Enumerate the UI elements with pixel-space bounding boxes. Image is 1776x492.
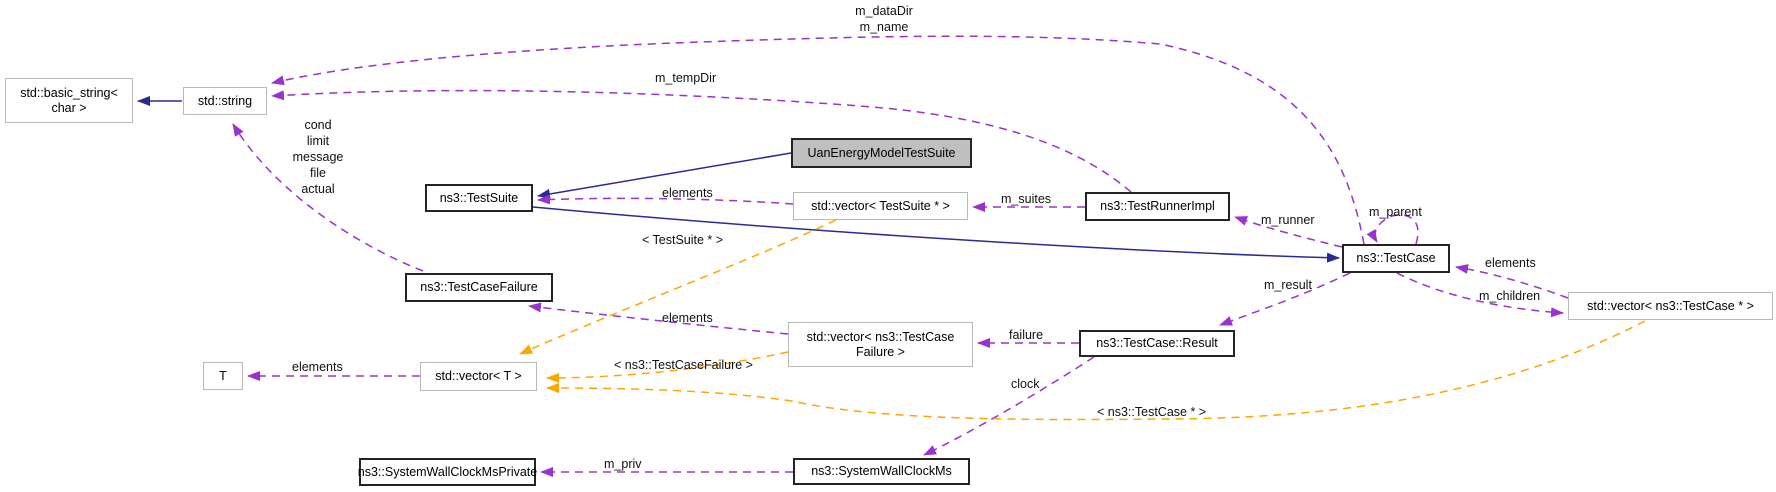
edge-string-members <box>232 123 424 272</box>
node-template-t: T <box>203 362 243 390</box>
node-std-string: std::string <box>183 87 267 115</box>
edge-label-m-runner: m_runner <box>1261 213 1315 227</box>
edge-label-elements-t: elements <box>292 360 343 374</box>
node-ns3-test-runner-impl[interactable]: ns3::TestRunnerImpl <box>1085 192 1230 221</box>
edge-label-elements-failure: elements <box>662 311 713 325</box>
node-ns3-test-case-failure[interactable]: ns3::TestCaseFailure <box>405 273 553 302</box>
edge-label-m-result: m_result <box>1264 278 1312 292</box>
edge-label-template-testcase: < ns3::TestCase * > <box>1097 405 1207 419</box>
edge-m-children <box>1396 272 1564 318</box>
edge-inherit-testsuite-testcase <box>532 206 1340 263</box>
edge-label-failure: failure <box>1009 328 1044 342</box>
node-std-vector-ns3-test-case-failure: std::vector< ns3::TestCase Failure > <box>788 322 973 367</box>
node-ns3-test-suite[interactable]: ns3::TestSuite <box>425 184 533 212</box>
node-ns3-system-wall-clock-ms[interactable]: ns3::SystemWallClockMs <box>793 458 970 485</box>
edge-label-m-datadir-m-name: m_dataDir m_name <box>855 4 913 34</box>
node-std-basic-string: std::basic_string< char > <box>5 78 133 123</box>
edge-m-parent-loop <box>1366 214 1419 245</box>
node-uan-energy-model-test-suite: UanEnergyModelTestSuite <box>791 138 972 168</box>
edge-m-runner <box>1234 216 1343 248</box>
edge-tmpl-failure <box>546 351 789 383</box>
edge-label-m-parent: m_parent <box>1369 205 1422 219</box>
node-std-vector-t: std::vector< T > <box>420 362 537 391</box>
edge-m-result <box>1219 272 1351 326</box>
edge-clock <box>923 356 1095 456</box>
edge-label-clock: clock <box>1011 377 1040 391</box>
node-std-vector-testsuite-ptr: std::vector< TestSuite * > <box>793 192 968 220</box>
edge-label-m-tempdir: m_tempDir <box>655 71 717 85</box>
edge-m-tempdir <box>271 89 1132 193</box>
edge-tmpl-testsuite <box>519 219 837 355</box>
edge-elements-testcase <box>1455 264 1569 299</box>
edge-label-template-failure: < ns3::TestCaseFailure > <box>614 358 753 372</box>
edge-label-elements-testsuite: elements <box>662 186 713 200</box>
node-std-vector-ns3-test-case-ptr: std::vector< ns3::TestCase * > <box>1568 292 1773 320</box>
edge-label-m-suites: m_suites <box>1001 192 1052 206</box>
edge-tmpl-testcase <box>546 320 1646 421</box>
edge-label-m-priv: m_priv <box>604 457 642 471</box>
edge-inherit-uan-testsuite <box>537 152 792 199</box>
edge-label-elements-testcase: elements <box>1485 256 1536 270</box>
node-ns3-test-case-result[interactable]: ns3::TestCase::Result <box>1079 330 1235 357</box>
node-ns3-test-case[interactable]: ns3::TestCase <box>1342 244 1450 273</box>
edge-elements-failure <box>528 302 789 335</box>
edge-label-m-children: m_children <box>1479 289 1541 303</box>
edge-label-string-members: cond limit message file actual <box>292 118 344 196</box>
node-ns3-system-wall-clock-ms-private[interactable]: ns3::SystemWallClockMsPrivate <box>358 458 537 486</box>
edge-m-datadir-name <box>271 35 1365 245</box>
edge-label-template-testsuite: < TestSuite * > <box>642 233 724 247</box>
edge-elements-testsuite <box>537 194 794 205</box>
